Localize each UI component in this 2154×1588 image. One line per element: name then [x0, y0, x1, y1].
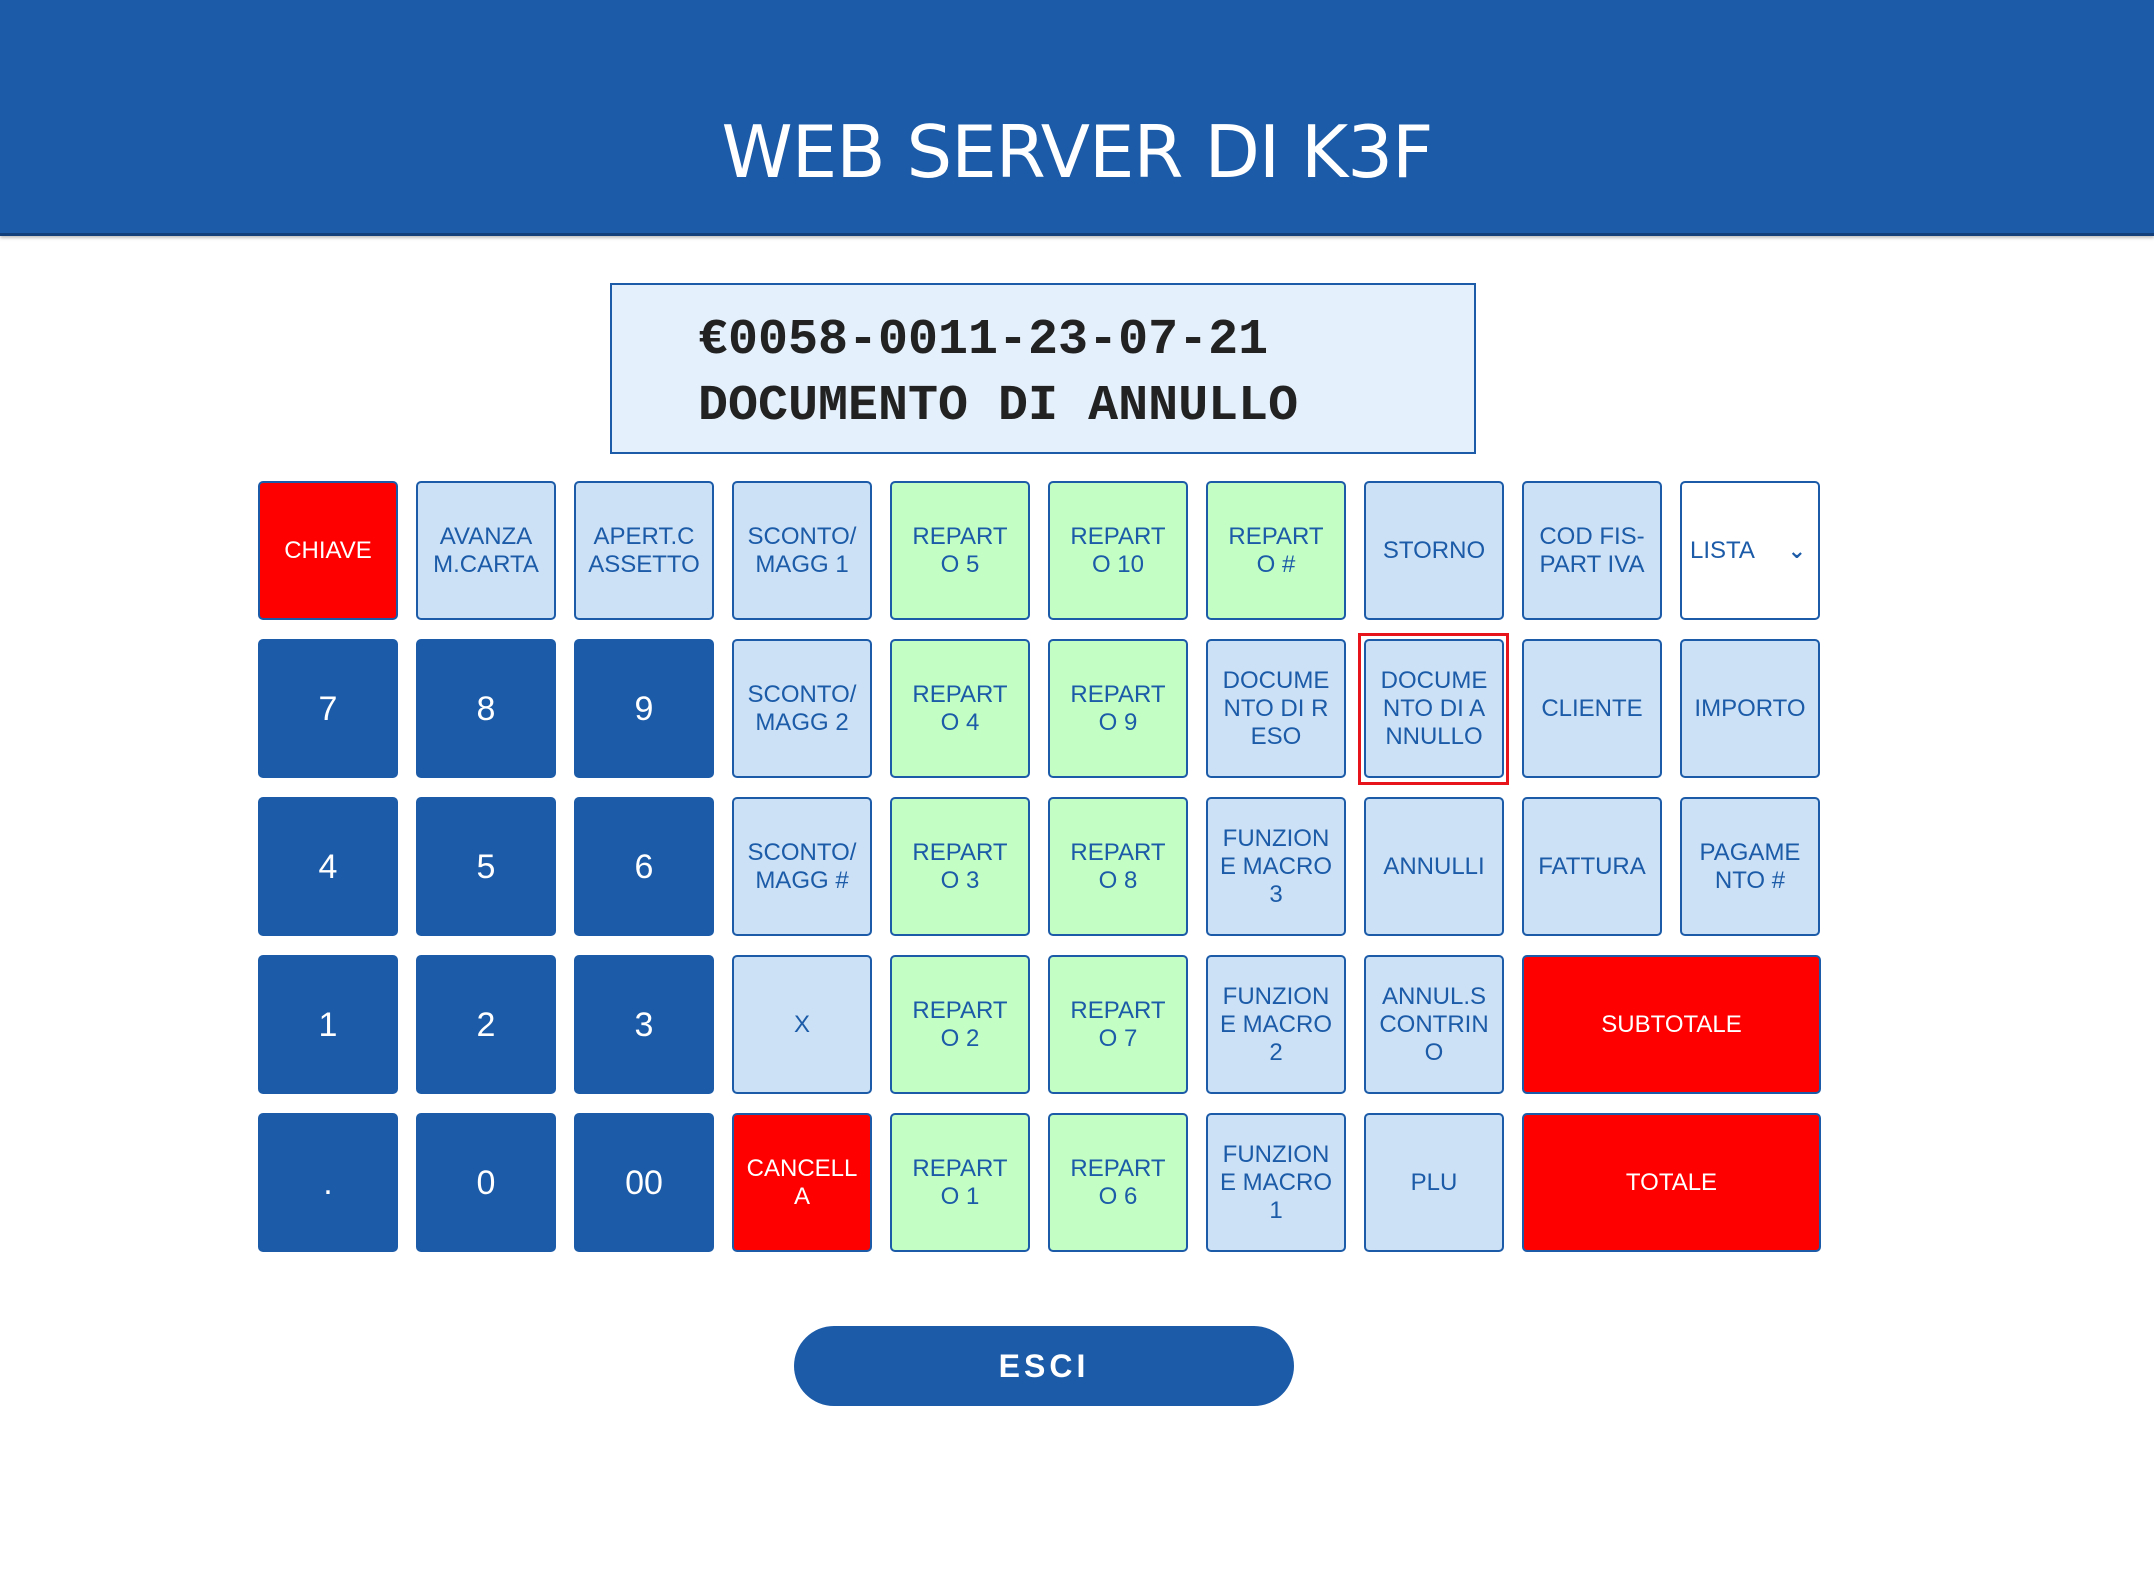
plu-button[interactable]: PLU	[1364, 1113, 1504, 1252]
sconto-magg-2-button[interactable]: SCONTO/MAGG 2	[732, 639, 872, 778]
key-4[interactable]: 4	[258, 797, 398, 936]
key-dot[interactable]: .	[258, 1113, 398, 1252]
chevron-down-icon: ⌄	[1787, 537, 1806, 563]
lista-select[interactable]: LISTA ⌄	[1680, 481, 1820, 620]
esci-button[interactable]: ESCI	[794, 1326, 1294, 1406]
key-9[interactable]: 9	[574, 639, 714, 778]
customer-display: €0058-0011-23-07-21 DOCUMENTO DI ANNULLO	[610, 283, 1476, 454]
display-line-1: €0058-0011-23-07-21	[698, 312, 1269, 369]
sconto-magg-1-button[interactable]: SCONTO/MAGG 1	[732, 481, 872, 620]
display-line-2: DOCUMENTO DI ANNULLO	[698, 378, 1299, 435]
page-title: WEB SERVER DI K3F	[721, 110, 1434, 194]
chiave-button[interactable]: CHIAVE	[258, 481, 398, 620]
key-1[interactable]: 1	[258, 955, 398, 1094]
subtotale-button[interactable]: SUBTOTALE	[1522, 955, 1821, 1094]
key-5[interactable]: 5	[416, 797, 556, 936]
importo-button[interactable]: IMPORTO	[1680, 639, 1820, 778]
key-00[interactable]: 00	[574, 1113, 714, 1252]
cod-fis-part-iva-button[interactable]: COD FIS-PART IVA	[1522, 481, 1662, 620]
key-2[interactable]: 2	[416, 955, 556, 1094]
annulli-button[interactable]: ANNULLI	[1364, 797, 1504, 936]
key-7[interactable]: 7	[258, 639, 398, 778]
key-8[interactable]: 8	[416, 639, 556, 778]
x-button[interactable]: X	[732, 955, 872, 1094]
fattura-button[interactable]: FATTURA	[1522, 797, 1662, 936]
lista-label: LISTA	[1690, 536, 1755, 564]
key-0[interactable]: 0	[416, 1113, 556, 1252]
key-3[interactable]: 3	[574, 955, 714, 1094]
key-6[interactable]: 6	[574, 797, 714, 936]
sconto-magg-hash-button[interactable]: SCONTO/MAGG #	[732, 797, 872, 936]
cliente-button[interactable]: CLIENTE	[1522, 639, 1662, 778]
totale-button[interactable]: TOTALE	[1522, 1113, 1821, 1252]
storno-button[interactable]: STORNO	[1364, 481, 1504, 620]
app-header: WEB SERVER DI K3F	[0, 0, 2154, 236]
